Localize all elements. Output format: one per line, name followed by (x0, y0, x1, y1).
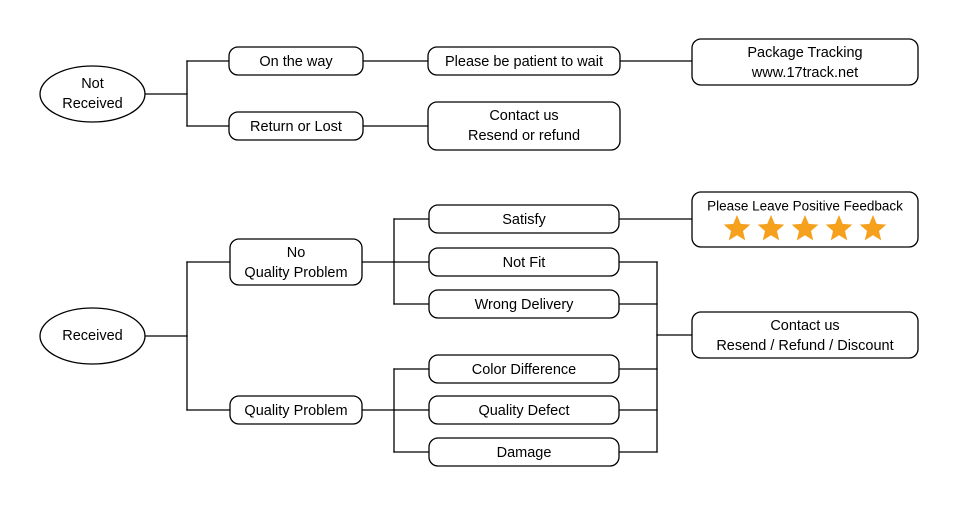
color-difference-label: Color Difference (472, 362, 577, 378)
wrong-delivery-box (428, 289, 620, 319)
package-tracking-url[interactable]: www.17track.net (751, 65, 858, 81)
star-icon[interactable] (791, 215, 819, 241)
satisfy-box (428, 204, 620, 234)
package-tracking-box (691, 38, 919, 86)
positive-feedback-label: Please Leave Positive Feedback (707, 199, 903, 214)
node-received[interactable]: Received (39, 307, 146, 365)
damage-label: Damage (497, 445, 552, 461)
star-icon[interactable] (723, 215, 751, 241)
node-please-be-patient[interactable]: Please be patient to wait (427, 46, 621, 76)
no-quality-problem-box (229, 238, 363, 286)
not-received-label-line1: Not (81, 76, 104, 92)
damage-box (428, 437, 620, 467)
quality-defect-box (428, 395, 620, 425)
not-received-ellipse (39, 65, 146, 123)
connectors-received (144, 218, 693, 453)
quality-problem-label: Quality Problem (244, 403, 347, 419)
contact-resend-refund-label-line1: Contact us (489, 108, 558, 124)
on-the-way-box (228, 46, 364, 76)
not-fit-box (428, 247, 620, 277)
node-contact-resend-refund[interactable]: Contact us Resend or refund (427, 101, 621, 151)
contact-resend-refund-discount-box (691, 311, 919, 359)
node-not-fit[interactable]: Not Fit (428, 247, 620, 277)
satisfy-label: Satisfy (502, 212, 546, 228)
contact-resend-refund-label-line2: Resend or refund (468, 128, 580, 144)
star-icon[interactable] (825, 215, 853, 241)
connectors-not-received (144, 60, 693, 127)
color-difference-box (428, 354, 620, 384)
return-or-lost-label: Return or Lost (250, 119, 342, 135)
node-quality-problem[interactable]: Quality Problem (229, 395, 363, 425)
received-ellipse (39, 307, 146, 365)
on-the-way-label: On the way (259, 54, 333, 70)
please-be-patient-box (427, 46, 621, 76)
node-damage[interactable]: Damage (428, 437, 620, 467)
star-rating[interactable] (723, 215, 887, 241)
contact-discount-label-line1: Contact us (770, 318, 839, 334)
node-color-difference[interactable]: Color Difference (428, 354, 620, 384)
contact-resend-refund-box (427, 101, 621, 151)
node-positive-feedback[interactable]: Please Leave Positive Feedback (691, 191, 919, 248)
return-or-lost-box (228, 111, 364, 141)
node-not-received[interactable]: Not Received (39, 65, 146, 123)
star-icon[interactable] (757, 215, 785, 241)
package-tracking-label-line1: Package Tracking (747, 45, 862, 61)
node-wrong-delivery[interactable]: Wrong Delivery (428, 289, 620, 319)
node-on-the-way[interactable]: On the way (228, 46, 364, 76)
node-contact-resend-refund-discount[interactable]: Contact us Resend / Refund / Discount (691, 311, 919, 359)
wrong-delivery-label: Wrong Delivery (475, 297, 575, 313)
not-received-label-line2: Received (62, 96, 122, 112)
node-package-tracking[interactable]: Package Tracking www.17track.net (691, 38, 919, 86)
contact-discount-label-line2: Resend / Refund / Discount (716, 338, 893, 354)
received-label: Received (62, 328, 122, 344)
quality-defect-label: Quality Defect (478, 403, 569, 419)
please-be-patient-label: Please be patient to wait (445, 54, 603, 70)
node-return-or-lost[interactable]: Return or Lost (228, 111, 364, 141)
no-quality-problem-label-line1: No (287, 245, 306, 261)
no-quality-problem-label-line2: Quality Problem (244, 265, 347, 281)
node-no-quality-problem[interactable]: No Quality Problem (229, 238, 363, 286)
not-fit-label: Not Fit (503, 255, 546, 271)
quality-problem-box (229, 395, 363, 425)
star-icon[interactable] (859, 215, 887, 241)
node-quality-defect[interactable]: Quality Defect (428, 395, 620, 425)
node-satisfy[interactable]: Satisfy (428, 204, 620, 234)
